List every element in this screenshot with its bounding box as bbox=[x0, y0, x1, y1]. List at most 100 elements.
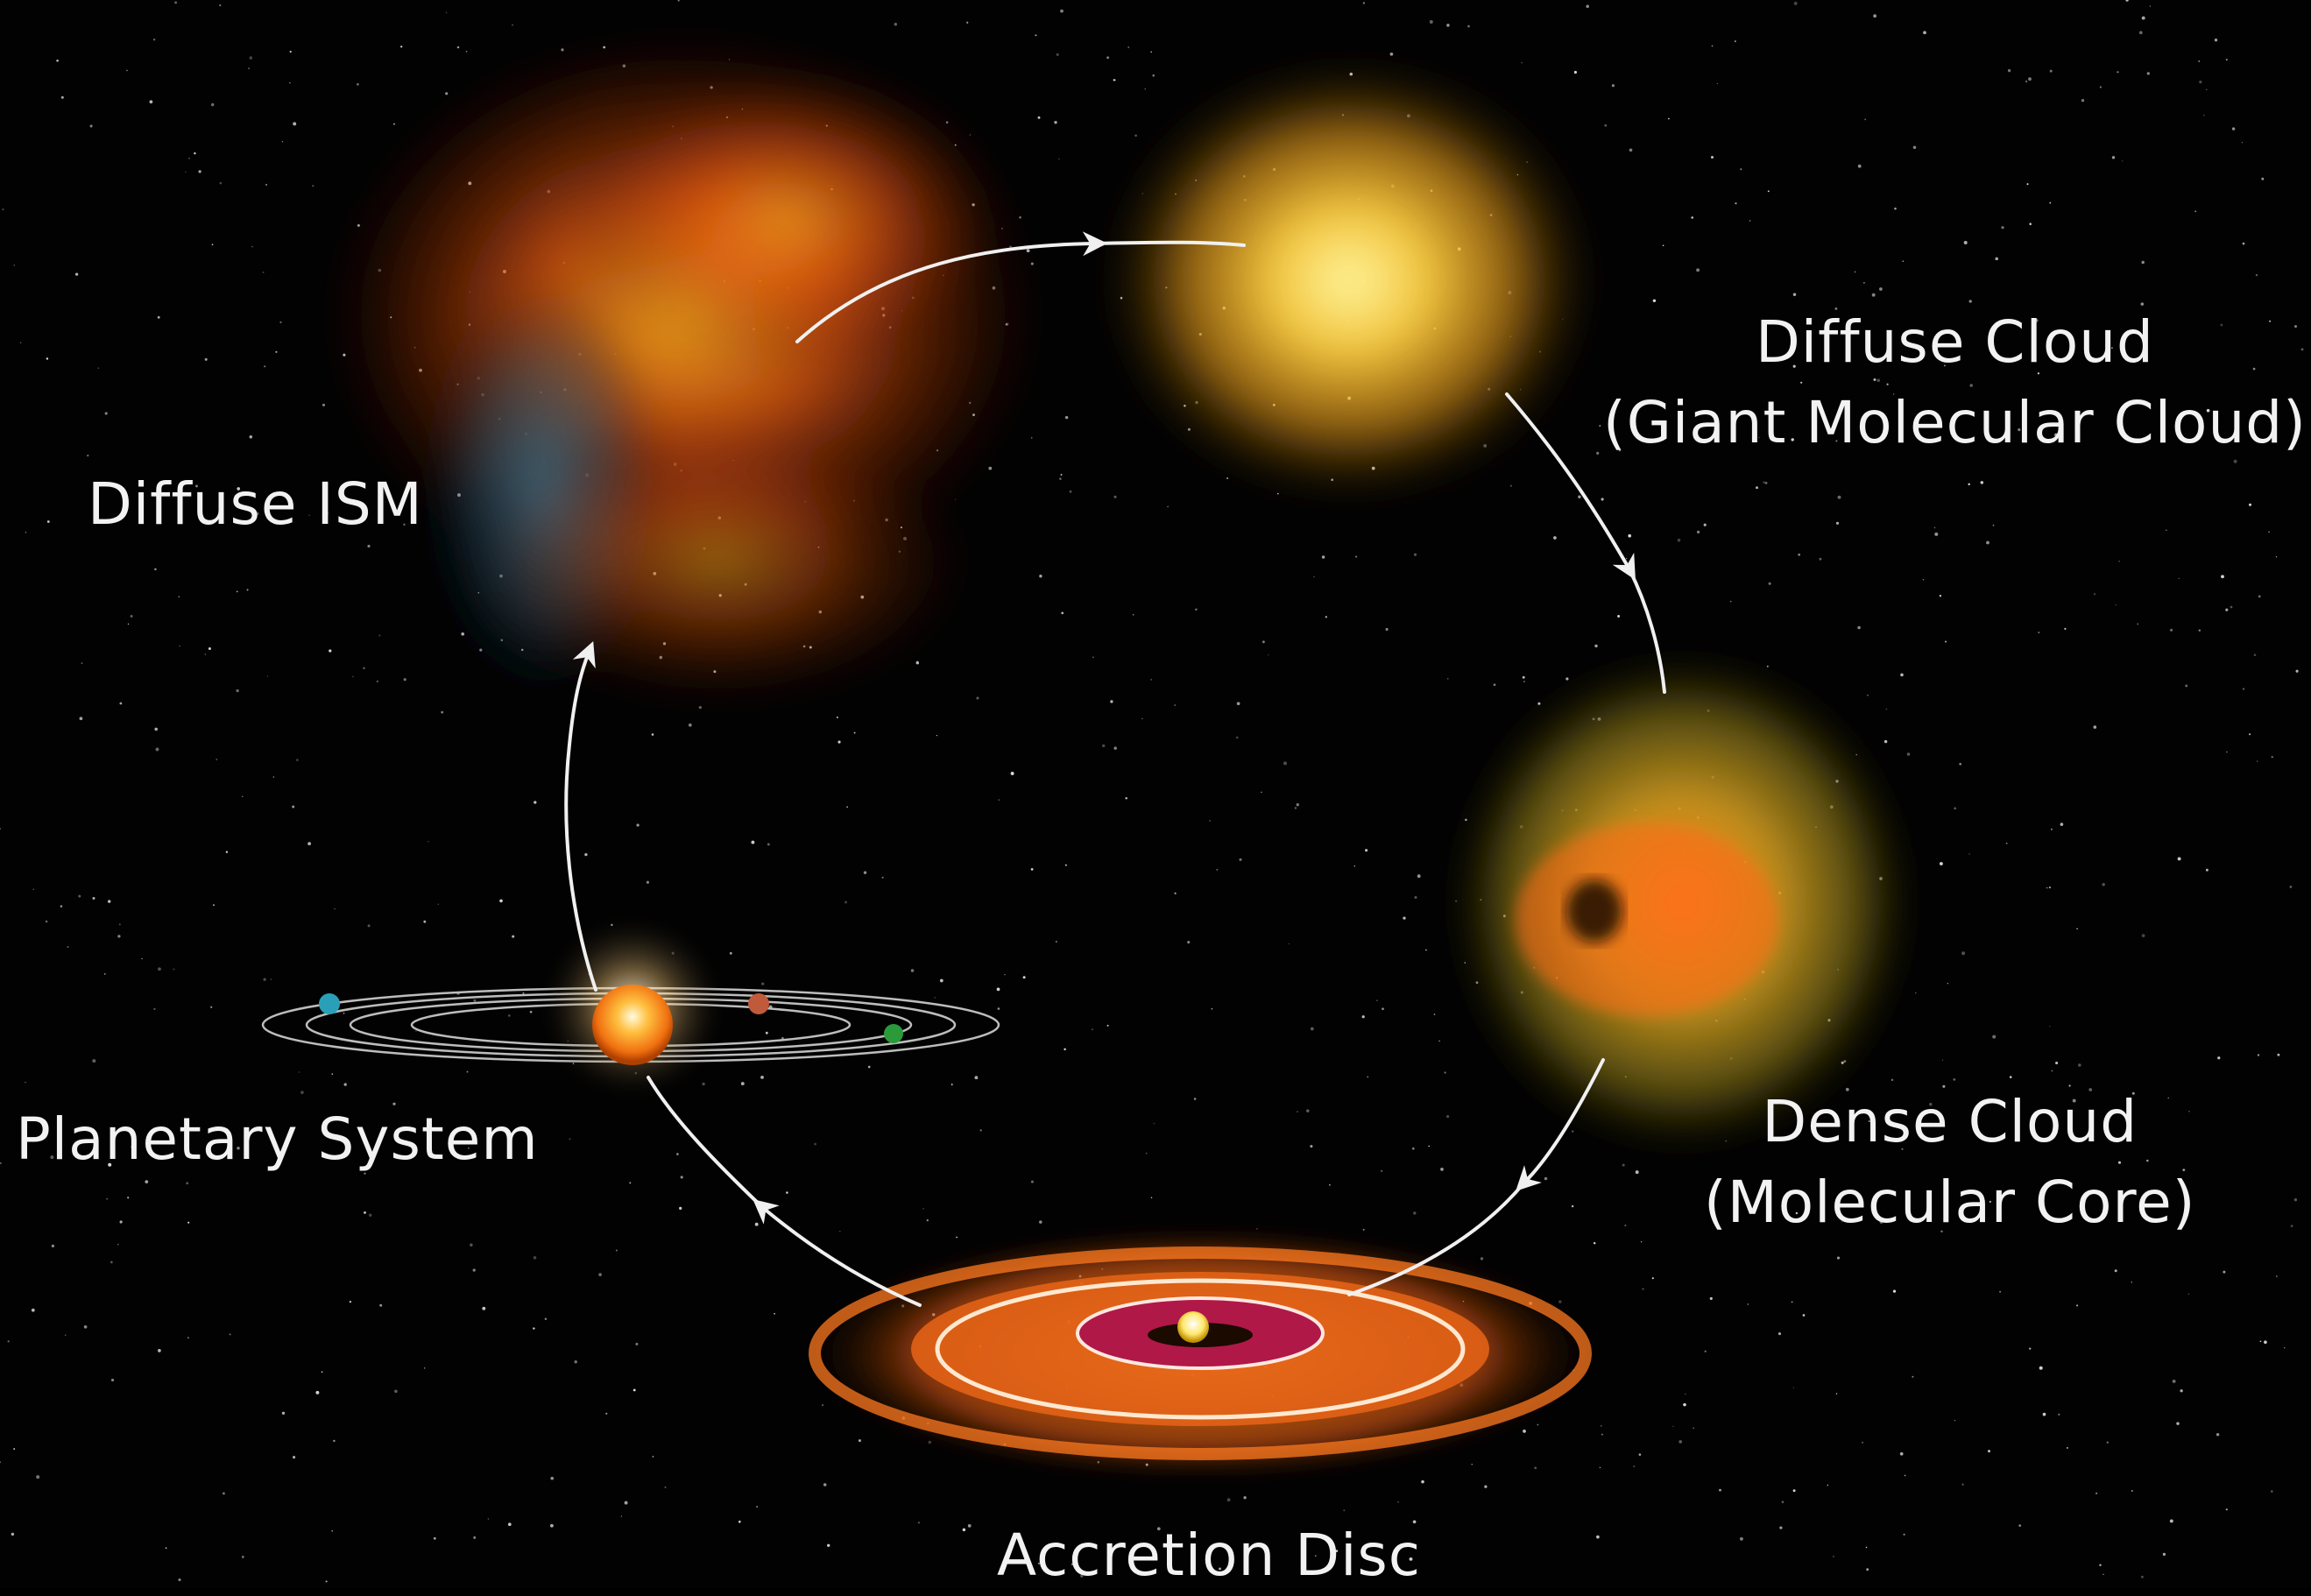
star bbox=[1886, 383, 1889, 385]
star bbox=[1362, 2, 1366, 4]
star bbox=[1837, 495, 1841, 499]
star bbox=[1150, 679, 1152, 681]
star bbox=[293, 1456, 296, 1459]
star bbox=[367, 924, 371, 928]
star bbox=[2093, 593, 2096, 596]
star bbox=[1940, 1230, 1943, 1232]
star bbox=[702, 1082, 705, 1086]
star bbox=[1678, 1440, 1682, 1444]
star bbox=[154, 568, 157, 571]
star bbox=[1193, 1098, 1197, 1100]
star bbox=[676, 1153, 679, 1155]
star bbox=[437, 903, 439, 905]
star bbox=[1903, 1533, 1905, 1536]
accretion-disc-image bbox=[797, 1222, 1603, 1485]
star bbox=[2230, 605, 2233, 609]
star bbox=[1893, 393, 1895, 395]
star bbox=[1315, 1555, 1317, 1557]
star bbox=[2093, 725, 2097, 729]
star bbox=[216, 759, 218, 760]
star bbox=[646, 880, 650, 884]
star bbox=[1080, 1574, 1084, 1578]
star bbox=[1791, 1301, 1793, 1303]
star bbox=[1167, 505, 1169, 508]
star bbox=[249, 56, 253, 60]
star bbox=[210, 1006, 213, 1008]
star bbox=[1885, 708, 1888, 710]
star bbox=[1572, 1130, 1574, 1133]
star bbox=[46, 357, 49, 360]
star bbox=[1899, 1451, 1904, 1456]
star bbox=[2216, 1433, 2220, 1437]
star bbox=[2140, 302, 2145, 306]
star bbox=[2037, 372, 2040, 375]
star bbox=[241, 1556, 244, 1558]
star bbox=[293, 122, 297, 126]
star bbox=[1934, 532, 1939, 536]
star bbox=[204, 653, 207, 655]
star bbox=[786, 1191, 788, 1194]
star bbox=[1871, 293, 1876, 297]
star bbox=[1429, 20, 1433, 24]
dense-cloud-label: Dense Cloud (Molecular Core) bbox=[1704, 1082, 2196, 1243]
star bbox=[487, 1518, 490, 1520]
star bbox=[1106, 1024, 1109, 1027]
star bbox=[2146, 72, 2150, 75]
star bbox=[1767, 190, 1770, 193]
star bbox=[1059, 477, 1062, 480]
star bbox=[2242, 688, 2245, 690]
star bbox=[466, 1070, 469, 1073]
star bbox=[1297, 1111, 1298, 1112]
star bbox=[2038, 632, 2040, 634]
star bbox=[1941, 1059, 1944, 1061]
star bbox=[456, 46, 460, 49]
star bbox=[2205, 88, 2208, 91]
star bbox=[153, 1007, 156, 1011]
star bbox=[1734, 40, 1736, 43]
star bbox=[729, 951, 732, 955]
star bbox=[1106, 56, 1110, 60]
star bbox=[767, 843, 770, 846]
star bbox=[262, 271, 265, 273]
star bbox=[2198, 629, 2201, 632]
diffuse-cloud-label: Diffuse Cloud (Giant Molecular Cloud) bbox=[1603, 302, 2307, 463]
star bbox=[652, 1455, 654, 1458]
star bbox=[2172, 1379, 2176, 1383]
star bbox=[118, 923, 121, 926]
star bbox=[2258, 595, 2261, 598]
star bbox=[967, 1524, 972, 1528]
star bbox=[1187, 941, 1191, 944]
star bbox=[2095, 1492, 2098, 1494]
star bbox=[1873, 14, 1877, 18]
star bbox=[2072, 1098, 2076, 1103]
star bbox=[1553, 536, 1557, 540]
star bbox=[1854, 319, 1857, 323]
diffuse-ism-title: Diffuse ISM bbox=[88, 470, 423, 538]
star bbox=[1901, 1148, 1904, 1150]
star bbox=[636, 823, 640, 827]
star bbox=[363, 667, 365, 670]
star bbox=[1638, 1453, 1642, 1456]
planet-red bbox=[748, 993, 769, 1014]
star bbox=[97, 367, 100, 370]
star bbox=[837, 740, 841, 744]
star bbox=[2284, 1347, 2286, 1349]
star bbox=[998, 799, 1000, 801]
star bbox=[1890, 1078, 1894, 1082]
star bbox=[2220, 323, 2223, 327]
star bbox=[210, 102, 215, 107]
star bbox=[104, 412, 108, 415]
star bbox=[1571, 1204, 1574, 1208]
star bbox=[760, 1075, 764, 1079]
star bbox=[1593, 1241, 1596, 1245]
star bbox=[31, 1308, 35, 1312]
star bbox=[1633, 1465, 1636, 1467]
star bbox=[2074, 420, 2079, 423]
star bbox=[334, 907, 336, 910]
star bbox=[1929, 1102, 1933, 1106]
star bbox=[473, 1536, 477, 1539]
star bbox=[2111, 156, 2116, 159]
star bbox=[1594, 644, 1598, 648]
star bbox=[1999, 1290, 2001, 1293]
star bbox=[249, 435, 253, 439]
